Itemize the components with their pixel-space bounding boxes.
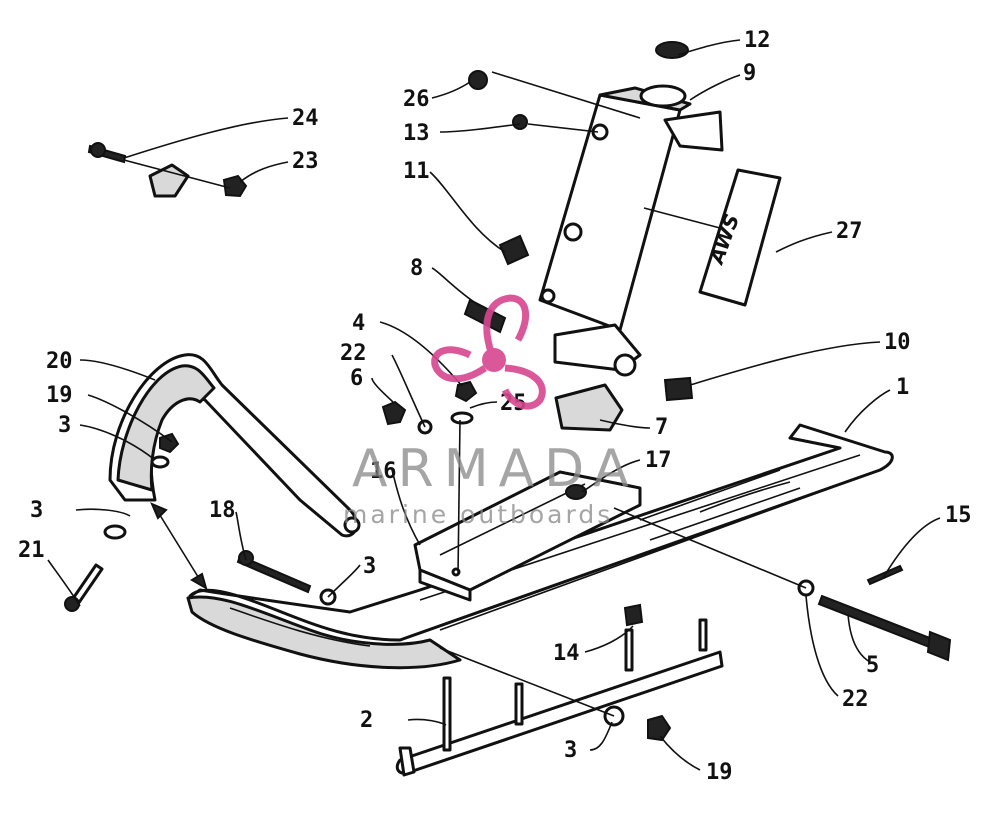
clamp-24 <box>148 163 190 198</box>
callout-9: 9 <box>743 61 756 86</box>
callout-19-bottom: 19 <box>706 760 733 785</box>
wear-bar <box>395 618 724 777</box>
watermark-tagline: marine outboards <box>343 500 613 529</box>
watermark-brand: ARMADA <box>352 439 639 499</box>
callout-17: 17 <box>645 448 672 473</box>
bolt-18 <box>236 550 312 594</box>
ski-loop <box>108 353 361 538</box>
ski-body <box>186 423 894 670</box>
nut-4 <box>454 380 478 403</box>
bolt-24 <box>87 142 127 164</box>
bushing-17 <box>565 484 587 500</box>
callout-18: 18 <box>209 498 236 523</box>
callout-23: 23 <box>292 149 319 174</box>
callout-10: 10 <box>884 330 911 355</box>
callout-24: 24 <box>292 106 319 131</box>
callout-27: 27 <box>836 219 863 244</box>
bushing-10 <box>663 376 694 402</box>
callout-13: 13 <box>403 121 430 146</box>
callout-2: 2 <box>360 708 373 733</box>
callout-3-loop: 3 <box>58 413 71 438</box>
callout-3-mid: 3 <box>363 554 376 579</box>
callout-8: 8 <box>410 256 423 281</box>
callout-6: 6 <box>350 366 363 391</box>
callout-1: 1 <box>896 375 909 400</box>
propeller-logo-icon <box>431 294 546 410</box>
callout-3-left: 3 <box>30 498 43 523</box>
callout-4: 4 <box>352 311 365 336</box>
callout-leaders <box>47 39 941 771</box>
bushing-11 <box>498 234 530 266</box>
ski-saddle <box>413 470 642 602</box>
callout-15: 15 <box>945 503 972 528</box>
callout-21: 21 <box>18 538 45 563</box>
callout-16: 16 <box>370 459 397 484</box>
washer-26 <box>468 70 488 90</box>
aws-decal: AWS <box>698 168 782 307</box>
damper-block-7 <box>554 383 624 432</box>
callout-19-left: 19 <box>46 383 73 408</box>
callout-22-top: 22 <box>340 341 367 366</box>
callout-numbers: 1 2 3 3 3 3 4 5 6 7 8 9 10 11 12 13 14 1… <box>18 28 972 785</box>
washer-3-left <box>103 524 127 540</box>
callout-22-right: 22 <box>842 687 869 712</box>
bumper-14 <box>623 603 644 627</box>
callout-14: 14 <box>553 641 580 666</box>
plug-12 <box>655 41 689 59</box>
nut-6 <box>381 400 407 426</box>
callout-20: 20 <box>46 349 73 374</box>
callout-5: 5 <box>866 653 879 678</box>
nut-19-bottom <box>647 714 672 742</box>
callout-12: 12 <box>744 28 771 53</box>
bolt-21 <box>64 563 104 612</box>
nut-19-left <box>159 432 180 454</box>
assembly-arrow <box>150 502 208 591</box>
callout-26: 26 <box>403 87 430 112</box>
callout-3-bottom: 3 <box>564 738 577 763</box>
watermark: ARMADA marine outboards <box>343 294 639 529</box>
bolt-5 <box>817 594 952 662</box>
callout-11: 11 <box>403 159 430 184</box>
washer-3-loop <box>150 455 170 469</box>
assembly-lines <box>123 71 807 717</box>
spindle <box>538 84 724 377</box>
washer-25 <box>450 411 474 425</box>
callout-7: 7 <box>655 415 668 440</box>
fitting-13 <box>512 114 528 130</box>
